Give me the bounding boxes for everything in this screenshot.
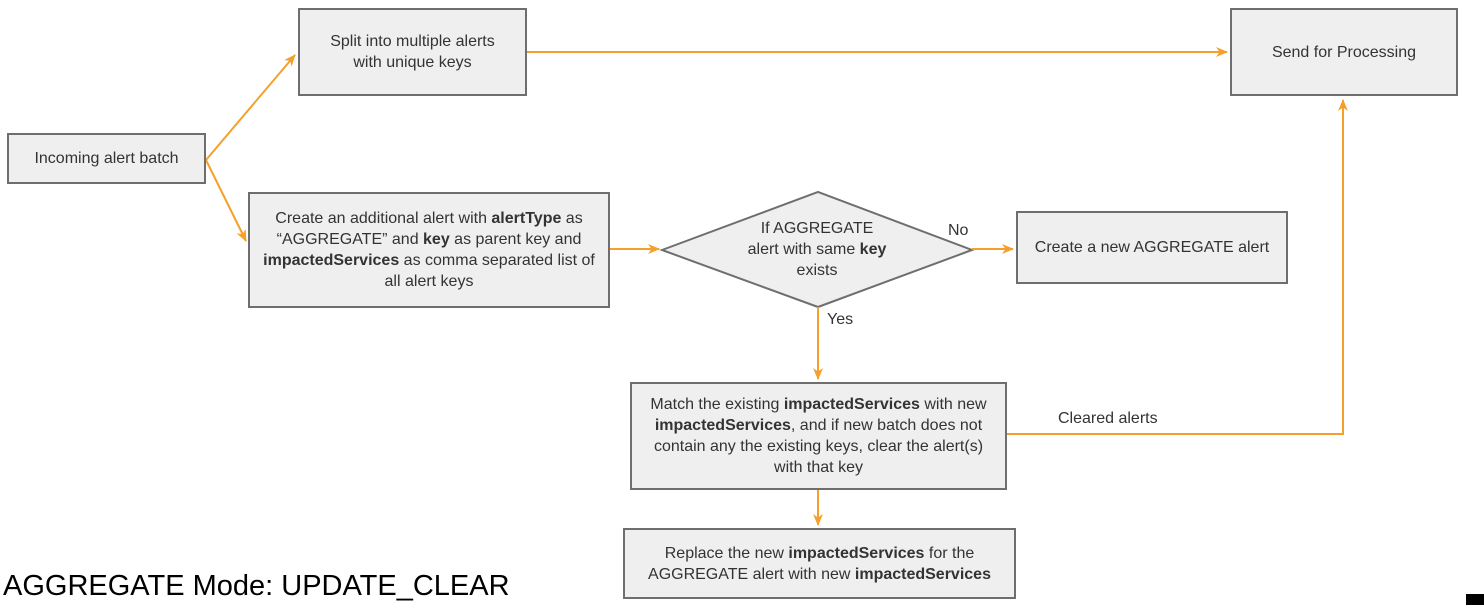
node-create-new-aggregate-alert: Create a new AGGREGATE alert	[1016, 211, 1288, 284]
edge-incoming-to-split	[205, 54, 296, 161]
edge-match-cleared-to-send	[1006, 99, 1348, 435]
diagram-title: AGGREGATE Mode: UPDATE_CLEAR	[3, 570, 510, 602]
edge-label-cleared-alerts: Cleared alerts	[1058, 410, 1158, 427]
node-create-additional-alert: Create an additional alert with alertTyp…	[248, 192, 610, 308]
decision-label: If AGGREGATE alert with same key exists	[747, 219, 887, 279]
node-label: Incoming alert batch	[34, 150, 179, 167]
edge-label-no: No	[948, 222, 969, 239]
node-label: Send for Processing	[1271, 43, 1417, 61]
node-label: Split into multiple alerts with unique k…	[330, 33, 495, 71]
edge-label-yes: Yes	[827, 311, 854, 328]
node-incoming-alert-batch: Incoming alert batch	[7, 133, 206, 184]
node-label: Replace the new impactedServices for the…	[648, 544, 991, 583]
node-label: Create an additional alert with alertTyp…	[263, 210, 595, 290]
decision-aggregate-key-exists: If AGGREGATE alert with same key exists	[747, 200, 887, 298]
node-label: Match the existing impactedServices with…	[650, 396, 987, 476]
node-send-for-processing: Send for Processing	[1230, 8, 1458, 96]
node-match-impacted-services: Match the existing impactedServices with…	[630, 382, 1007, 490]
corner-mark	[1466, 594, 1484, 605]
edge-incoming-to-create-additional	[205, 159, 247, 242]
node-split-alerts: Split into multiple alerts with unique k…	[298, 8, 527, 96]
node-label: Create a new AGGREGATE alert	[1034, 239, 1270, 256]
node-replace-impacted-services: Replace the new impactedServices for the…	[623, 528, 1016, 599]
